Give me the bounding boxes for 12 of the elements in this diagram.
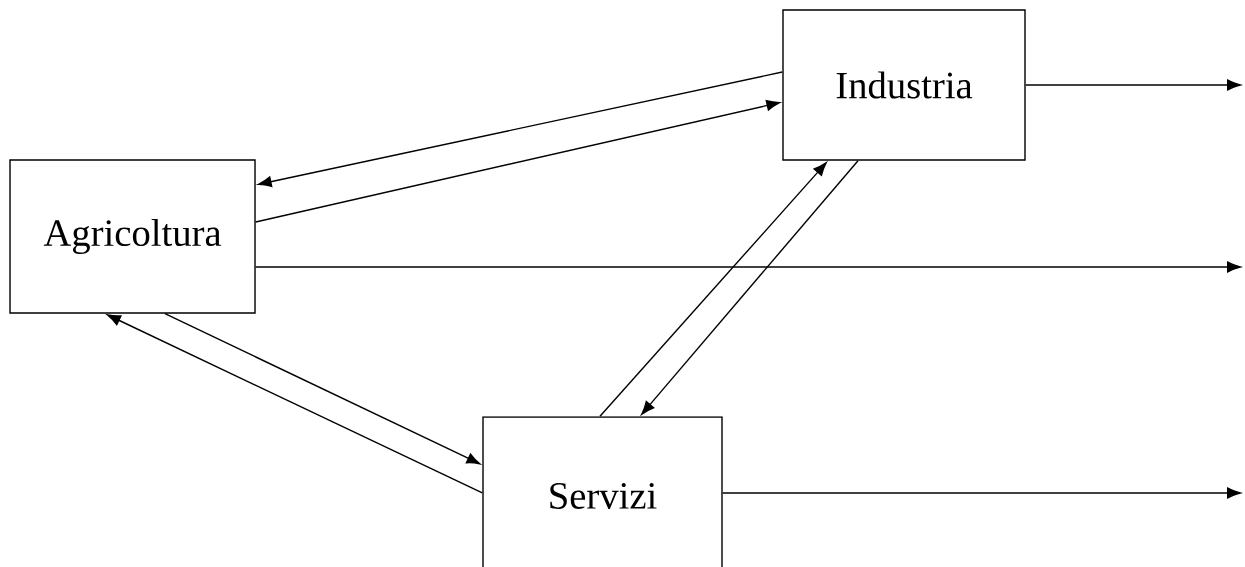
sector-box: Industria — [782, 9, 1026, 161]
sector-box: Agricoltura — [9, 159, 256, 314]
arrow — [164, 313, 481, 465]
arrow — [255, 100, 781, 223]
arrow — [255, 261, 1241, 273]
arrow — [641, 160, 859, 415]
arrow — [257, 71, 783, 188]
sector-box: Servizi — [482, 416, 723, 567]
arrow — [1025, 79, 1241, 91]
arrow — [599, 162, 827, 417]
arrow — [722, 487, 1241, 499]
arrow — [106, 314, 483, 494]
